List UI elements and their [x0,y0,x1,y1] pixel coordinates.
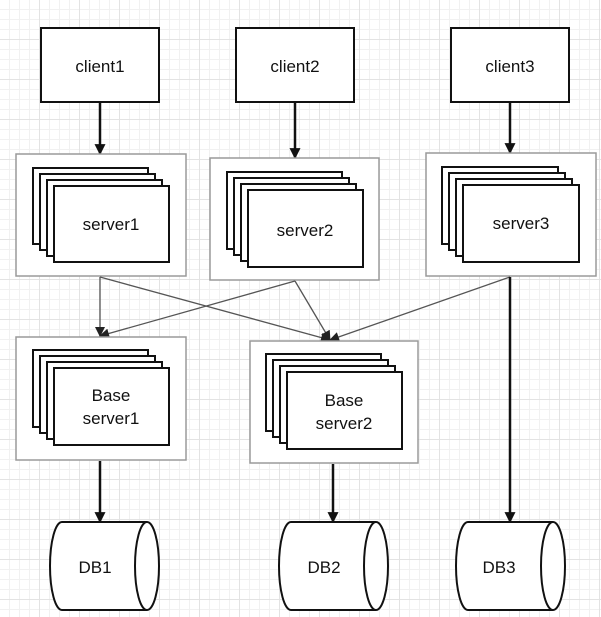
edge-server3-baseserver2 [329,276,511,342]
client1-node: client1 [40,27,160,103]
base-server2-group: Base server2 [249,340,419,464]
client2-node: client2 [235,27,355,103]
server1-label: server1 [83,215,140,234]
edge-server2-baseserver1 [99,280,296,339]
db1-label: DB1 [78,558,111,577]
db3-label: DB3 [482,558,515,577]
base-server2-label-line2: server2 [316,414,373,433]
server3-label: server3 [493,214,550,233]
db3-cylinder: DB3 [455,521,566,611]
client3-label: client3 [485,57,534,76]
edge-server2-baseserver2 [294,280,331,341]
db2-cylinder: DB2 [278,521,389,611]
db1-cylinder: DB1 [49,521,160,611]
base-server1-group: Base server1 [15,336,187,461]
client3-node: client3 [450,27,570,103]
client2-label: client2 [270,57,319,76]
base-server1-label-line1: Base [92,386,131,405]
server1-group: server1 [15,153,187,277]
server2-group: server2 [209,157,380,281]
base-server1-label-line2: server1 [83,409,140,428]
db2-label: DB2 [307,558,340,577]
base-server2-label-line1: Base [325,391,364,410]
edge-server1-baseserver2 [99,276,331,343]
server2-label: server2 [277,221,334,240]
client1-label: client1 [75,57,124,76]
server3-group: server3 [425,152,597,277]
